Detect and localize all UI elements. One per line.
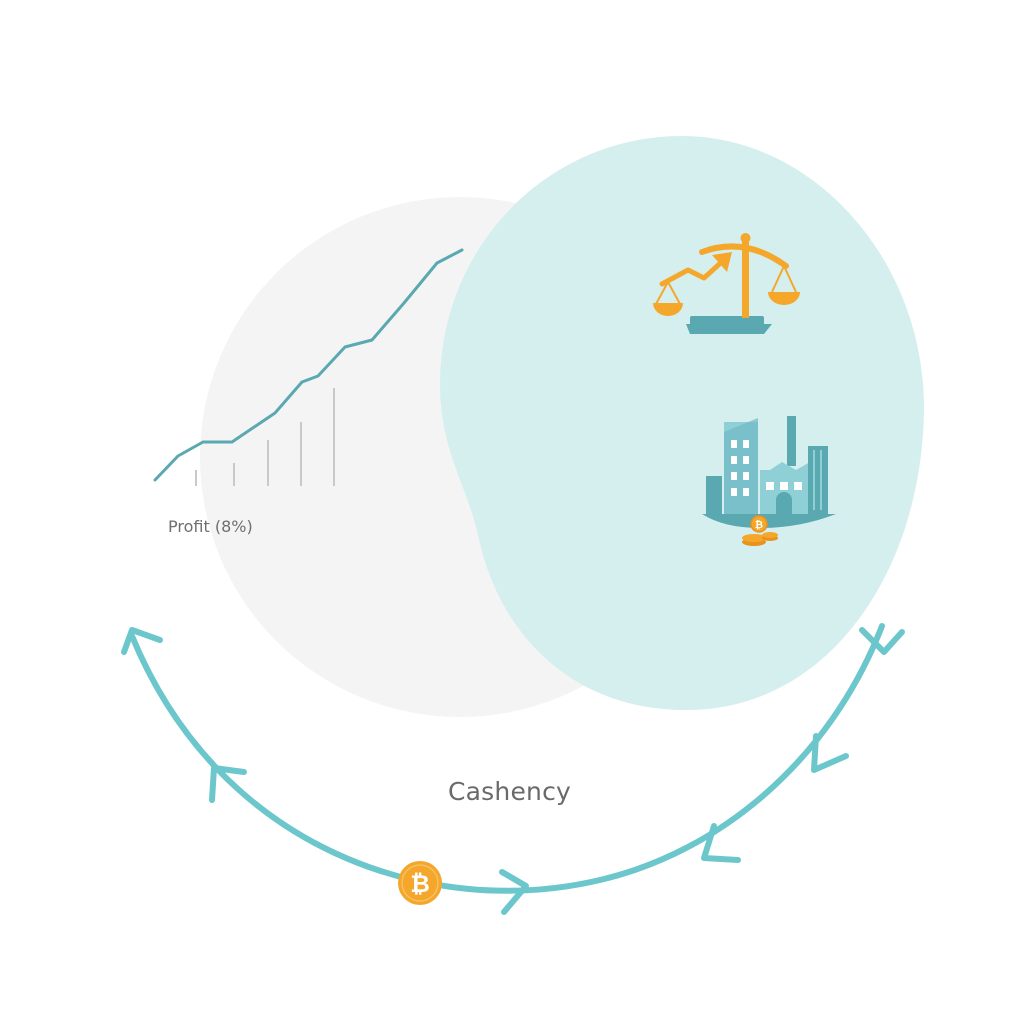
economy-blob xyxy=(440,136,925,711)
cycle-arrowhead xyxy=(499,869,529,915)
cycle-arrowhead xyxy=(811,733,849,773)
cycle-arrowhead xyxy=(121,627,163,655)
trend-line xyxy=(153,248,464,482)
factory-icon xyxy=(702,416,836,528)
profit-label: Profit (8%) xyxy=(168,517,253,536)
svg-text:₿: ₿ xyxy=(410,870,430,898)
cycle-arrowhead xyxy=(859,627,905,655)
trend-line-icon xyxy=(153,248,464,486)
cycle-arrowhead xyxy=(209,765,247,803)
cycle-label: Cashency xyxy=(448,777,572,806)
cycle-arc xyxy=(129,623,885,894)
cycle-arrowhead xyxy=(701,823,741,863)
svg-text:₿: ₿ xyxy=(755,519,763,531)
balance-scale-icon xyxy=(653,233,800,334)
bitcoin-coin-icon: ₿ xyxy=(398,861,442,905)
coin-stack-icon: ₿ xyxy=(742,515,778,546)
